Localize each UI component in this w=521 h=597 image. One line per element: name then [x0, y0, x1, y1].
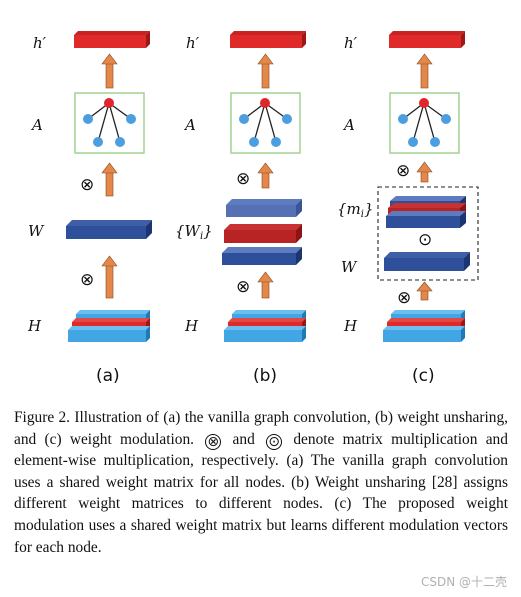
label-a-c: A — [342, 116, 355, 134]
graph-box-a — [74, 92, 145, 154]
panel-c: h′ A {mi} W H ⊗ — [337, 31, 479, 386]
label-h-prime-a: h′ — [33, 34, 47, 52]
label-a-b: A — [183, 116, 196, 134]
output-bar-a — [74, 31, 150, 48]
otimes-symbol: ⊗ — [205, 433, 222, 450]
odot-c: ⊙ — [418, 230, 432, 250]
label-h-prime-c: h′ — [344, 34, 358, 52]
label-h-prime-b: h′ — [186, 34, 200, 52]
label-mi-c: {mi} — [337, 200, 374, 220]
weight-stack-b — [222, 199, 302, 265]
caption-and: and — [232, 430, 255, 448]
arrow-a-3 — [101, 255, 118, 299]
arrow-c-3 — [416, 281, 433, 301]
label-wi-b: {Wi} — [175, 222, 213, 242]
output-bar-c — [389, 31, 465, 48]
otimes-c-1: ⊗ — [396, 161, 410, 181]
arrow-b-3 — [257, 271, 274, 299]
modulation-box-c — [377, 186, 479, 281]
panel-a: h′ A W H ⊗ — [27, 31, 152, 386]
label-h-c: H — [343, 317, 358, 335]
caption-part-1: Figure 2. Illustration of (a) the vanill… — [14, 409, 508, 448]
subfigure-label-a: (a) — [96, 366, 120, 386]
otimes-a-1: ⊗ — [80, 175, 94, 195]
figure-caption: Figure 2. Illustration of (a) the vanill… — [14, 407, 508, 558]
otimes-c-2: ⊗ — [397, 288, 411, 308]
input-stack-b — [224, 310, 306, 342]
otimes-b-1: ⊗ — [236, 169, 250, 189]
otimes-a-2: ⊗ — [80, 270, 94, 290]
modulation-stack-c — [386, 196, 466, 228]
weight-slab-c — [384, 252, 470, 271]
watermark: CSDN @十二壳 — [420, 575, 507, 589]
label-h-b: H — [184, 317, 199, 335]
weight-slab-a — [66, 220, 152, 239]
label-w-c: W — [341, 258, 358, 276]
arrow-b-1 — [257, 53, 274, 89]
subfigure-label-c: (c) — [412, 366, 435, 386]
subfigure-label-b: (b) — [253, 366, 277, 386]
panel-b: h′ A {Wi} H ⊗ — [175, 31, 306, 386]
label-a-a: A — [30, 116, 43, 134]
caption-part-2: denote matrix multiplication and element… — [14, 430, 508, 556]
otimes-b-2: ⊗ — [236, 277, 250, 297]
arrow-c-1 — [416, 53, 433, 89]
graph-box-b — [230, 92, 301, 154]
arrow-a-2 — [101, 162, 118, 197]
output-bar-b — [230, 31, 306, 48]
label-w-a: W — [28, 222, 45, 240]
arrow-b-2 — [257, 162, 274, 189]
label-h-a: H — [27, 317, 42, 335]
input-stack-a — [68, 310, 150, 342]
arrow-a-1 — [101, 53, 118, 89]
graph-box-c — [389, 92, 460, 154]
odot-symbol: ⊙ — [266, 433, 283, 450]
input-stack-c — [383, 310, 465, 342]
figure-diagram: h′ A W H ⊗ — [27, 31, 479, 386]
arrow-c-2 — [416, 161, 433, 183]
